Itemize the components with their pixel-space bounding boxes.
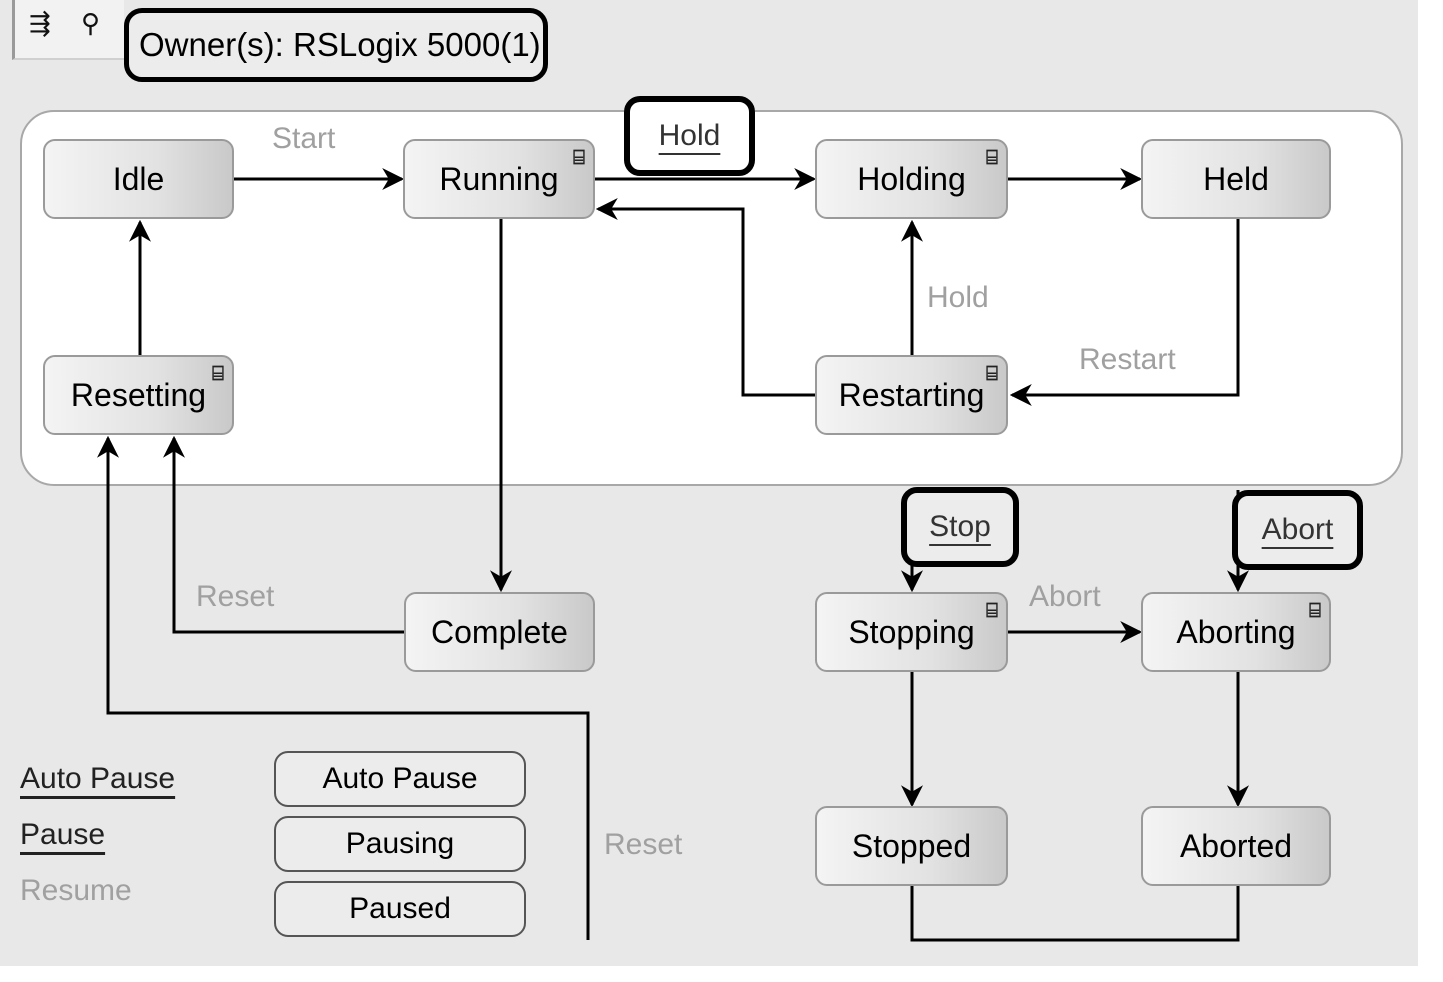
state-label: Held [1203,160,1269,197]
sequence-arrow-icon[interactable]: ⇶ [29,8,51,38]
resume-link: Resume [20,874,132,907]
pause-link[interactable]: Pause [20,818,106,851]
state-label: Stopped [851,827,972,864]
state-label: Idle [112,160,165,197]
state-label: Aborting [1176,613,1296,650]
abort-command-label: Abort [1261,513,1334,546]
state-logic-icon[interactable]: ⌸ [986,363,998,385]
state-idle[interactable]: Idle [43,139,234,219]
state-label: Holding [857,160,966,197]
state-aborted[interactable]: Aborted [1141,806,1331,886]
state-holding[interactable]: Holding ⌸ [815,139,1008,219]
state-aborting[interactable]: Aborting ⌸ [1141,592,1331,672]
state-label: Complete [431,613,568,650]
hold-command-button[interactable]: Hold [624,96,755,176]
state-paused[interactable]: Paused [274,881,526,937]
state-label: Restarting [838,376,985,413]
stop-command-label: Stop [929,510,991,543]
state-held[interactable]: Held [1141,139,1331,219]
state-label: Running [439,160,559,197]
transition-label-abort: Abort [1029,580,1101,613]
state-stopping[interactable]: Stopping ⌸ [815,592,1008,672]
state-label: Stopping [848,613,975,650]
state-running[interactable]: Running ⌸ [403,139,595,219]
state-logic-icon[interactable]: ⌸ [986,600,998,622]
stop-command-button[interactable]: Stop [901,487,1019,567]
state-logic-icon[interactable]: ⌸ [573,147,585,169]
toolbar-tab[interactable]: ⇶ ⚲ [12,0,124,60]
transition-label-hold: Hold [927,281,989,314]
state-pausing[interactable]: Pausing [274,816,526,872]
state-restarting[interactable]: Restarting ⌸ [815,355,1008,435]
auto-pause-link[interactable]: Auto Pause [20,762,176,795]
transition-label-restart: Restart [1079,343,1176,376]
owner-label: Owner(s): RSLogix 5000(1) [124,8,548,82]
hold-command-label: Hold [658,119,721,152]
state-logic-icon[interactable]: ⌸ [212,363,224,385]
transition-label-start: Start [272,122,336,155]
state-label: Aborted [1179,827,1293,864]
state-complete[interactable]: Complete [404,592,595,672]
tree-nodes-icon[interactable]: ⚲ [81,8,101,38]
transition-label-reset: Reset [196,580,275,613]
state-label: Resetting [70,376,207,413]
state-logic-icon[interactable]: ⌸ [986,147,998,169]
state-resetting[interactable]: Resetting ⌸ [43,355,234,435]
state-stopped[interactable]: Stopped [815,806,1008,886]
state-logic-icon[interactable]: ⌸ [1309,600,1321,622]
transition-label-reset-bottom: Reset [604,828,683,861]
state-auto-pause[interactable]: Auto Pause [274,751,526,807]
abort-command-button[interactable]: Abort [1232,490,1363,570]
